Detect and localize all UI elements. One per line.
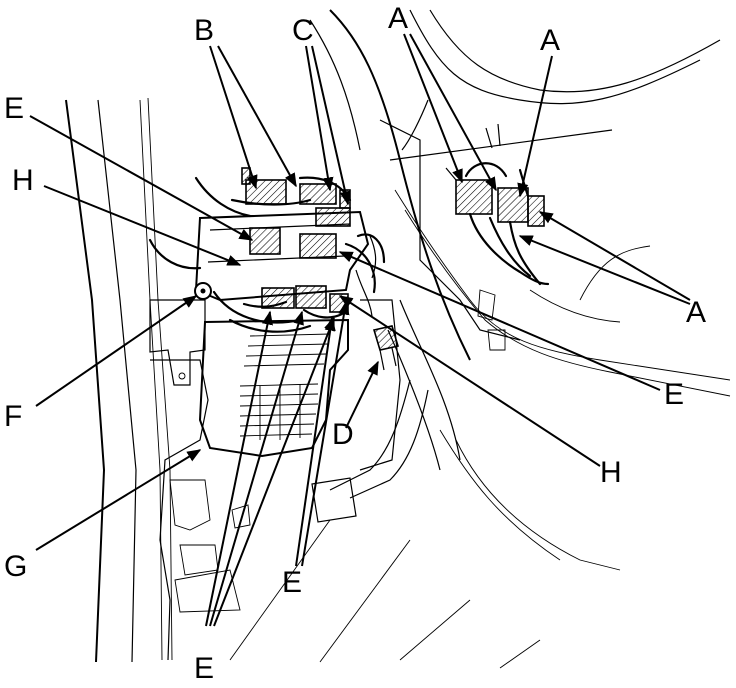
label-e-upper-left: E <box>4 92 24 125</box>
label-g: G <box>4 550 27 583</box>
relay-block <box>148 167 386 333</box>
screw-f <box>194 282 212 300</box>
vehicle-structure <box>65 9 731 669</box>
callout-labels: B C A A A E H E H D F G E E <box>4 2 706 685</box>
label-h-left: H <box>12 164 34 197</box>
leader-lines <box>29 33 691 627</box>
label-e-lower-mid: E <box>282 566 302 599</box>
label-e-bottom: E <box>194 652 214 685</box>
label-c: C <box>292 14 314 47</box>
label-a-top-right: A <box>540 24 560 57</box>
label-f: F <box>4 400 22 433</box>
label-d: D <box>332 418 354 451</box>
connector-group-a <box>445 123 550 286</box>
label-a-right: A <box>686 296 706 329</box>
label-a-top-left: A <box>388 2 408 35</box>
label-h-right: H <box>600 456 622 489</box>
label-e-right: E <box>664 378 684 411</box>
relay-d <box>372 325 400 371</box>
fuse-box <box>149 299 349 458</box>
label-b: B <box>194 14 214 47</box>
